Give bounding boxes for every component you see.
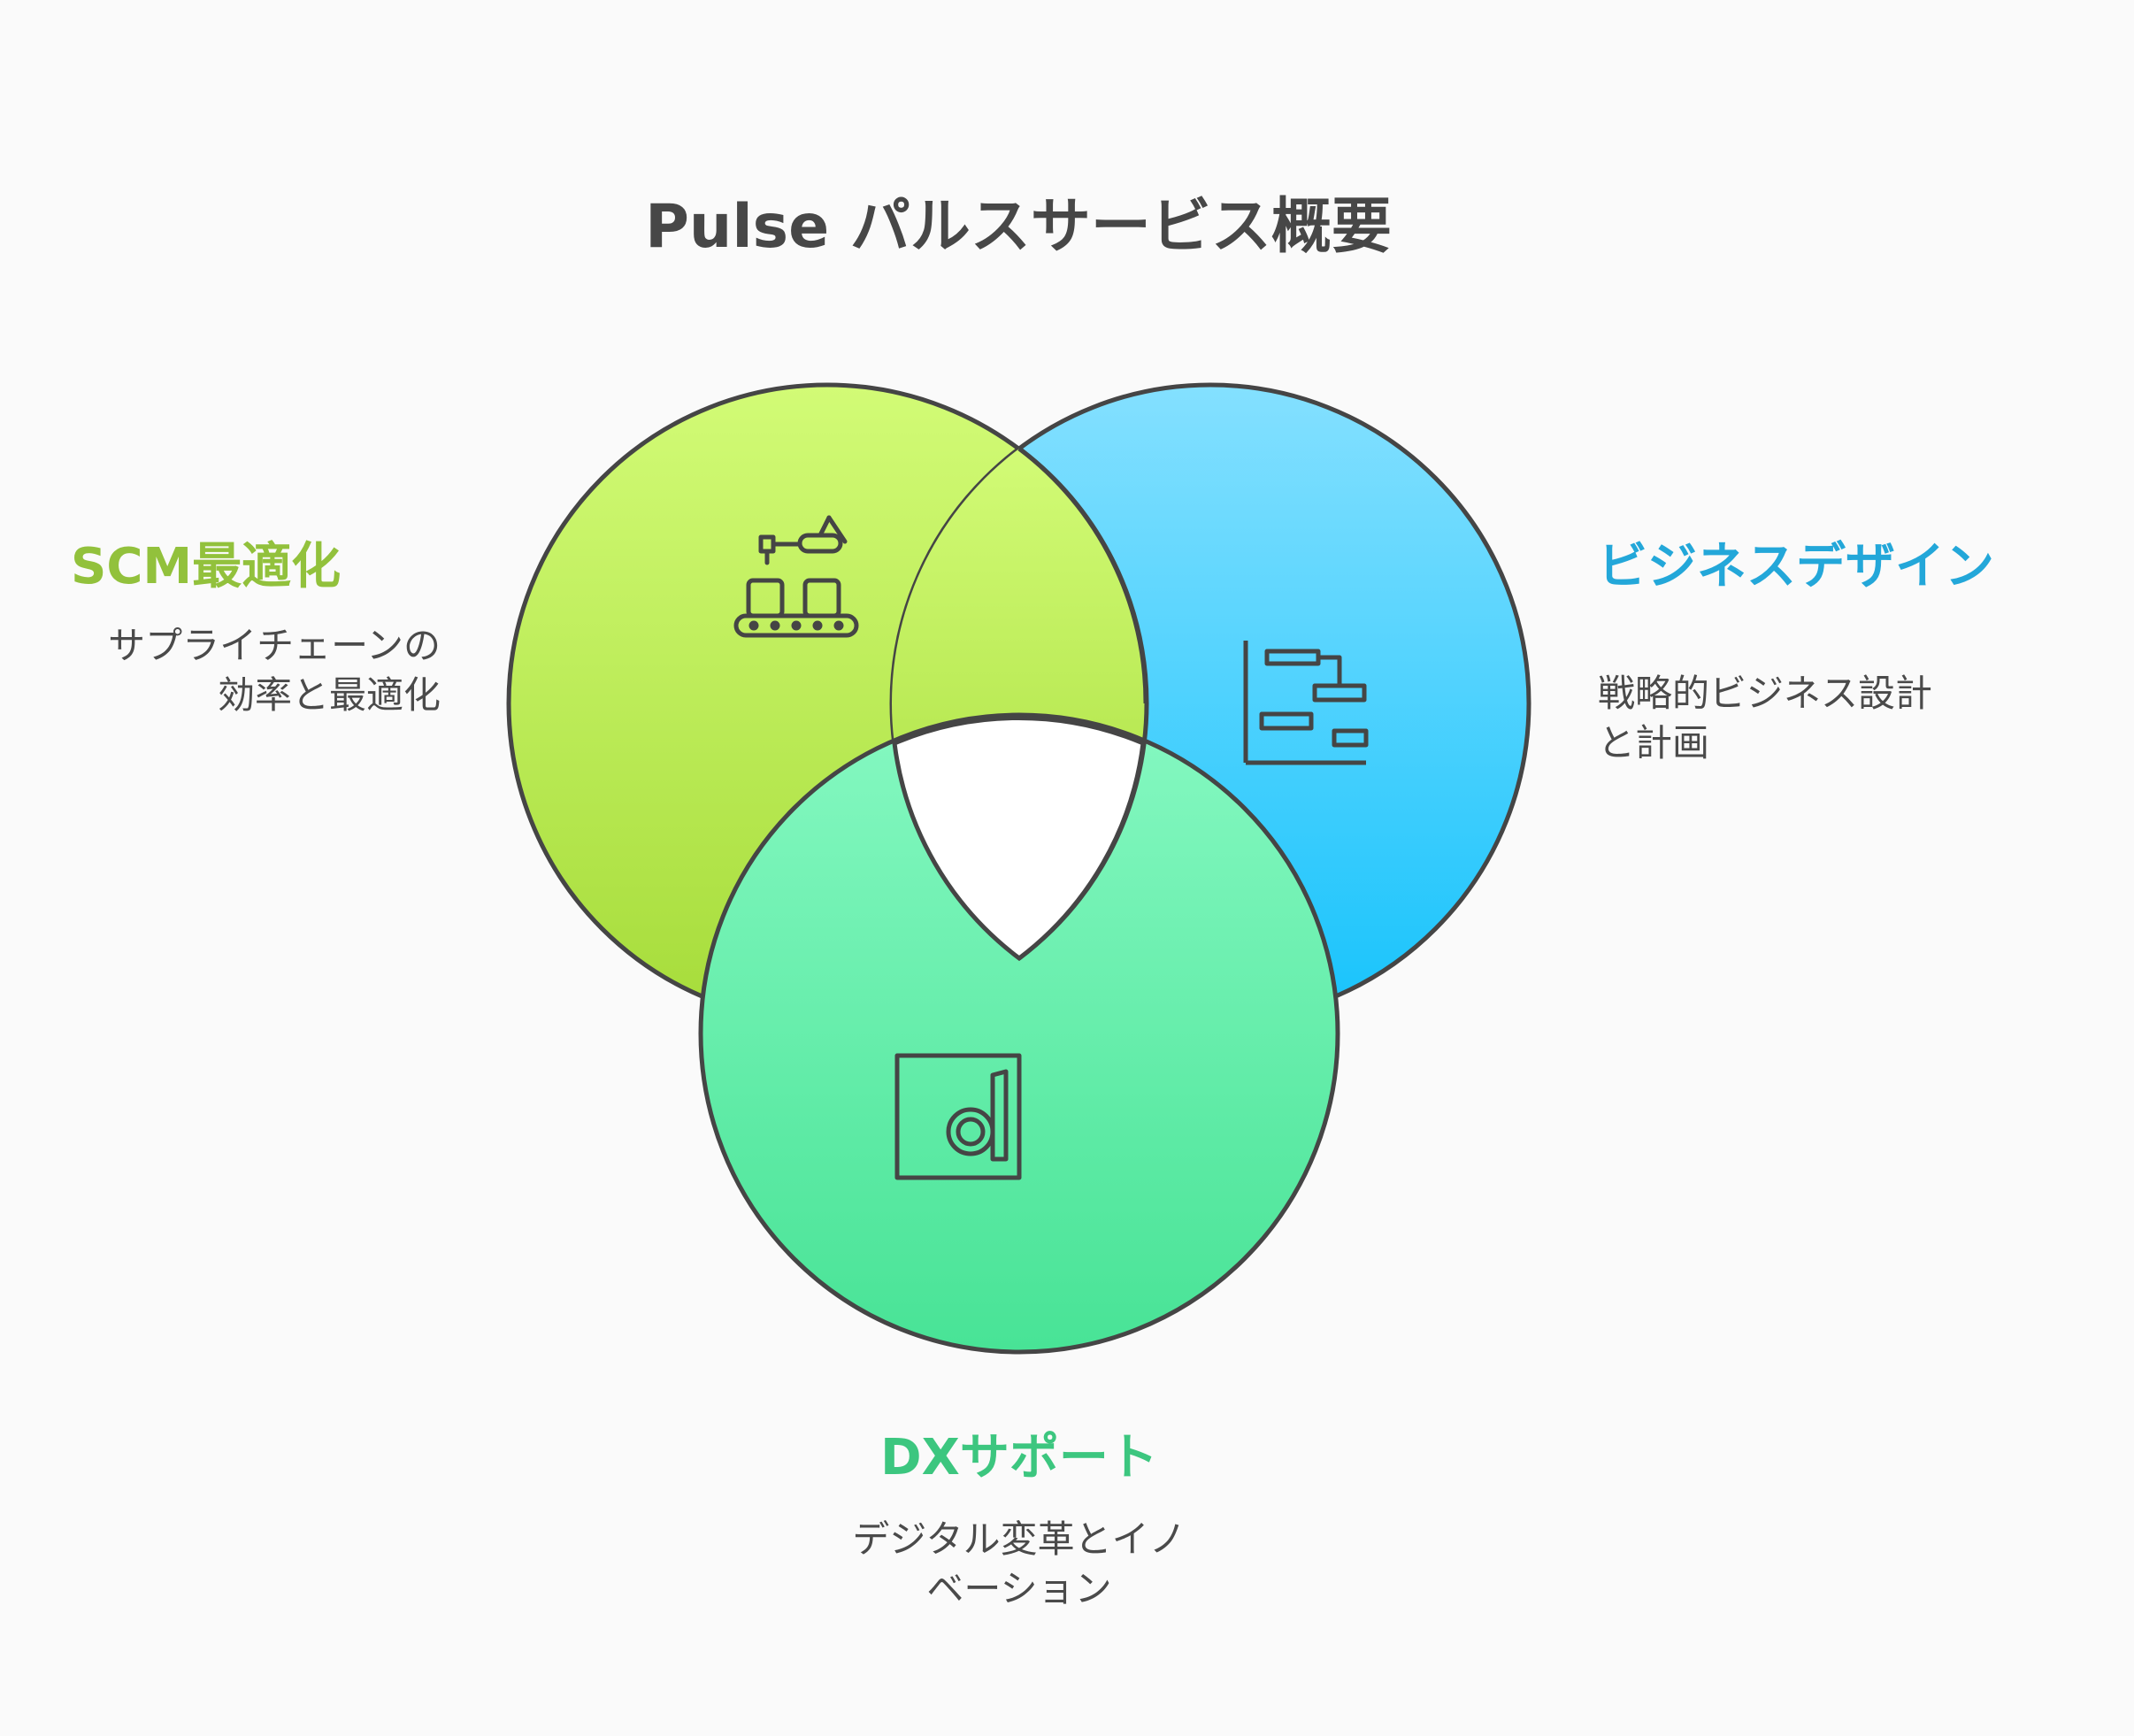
- business-description: 戦略的ビジネス設計 と計画: [1598, 672, 1933, 764]
- dx-label: DXサポート: [880, 1429, 1158, 1486]
- dx-description: デジタル変革とイノ ベーション: [852, 1517, 1186, 1610]
- center-region: [892, 716, 1146, 962]
- dx-circle: [698, 712, 1340, 1355]
- scm-label: SCM最適化: [71, 538, 342, 595]
- gantt-chart-icon: [1243, 641, 1369, 765]
- conveyor-robot-icon: [733, 515, 859, 638]
- scm-description: サプライチェーンの 効率と最適化: [108, 624, 441, 717]
- page-title: Pulse パルスサービス概要: [645, 192, 1392, 262]
- business-label: ビジネスデザイン: [1598, 538, 1994, 595]
- digital-d-icon: [894, 1053, 1022, 1180]
